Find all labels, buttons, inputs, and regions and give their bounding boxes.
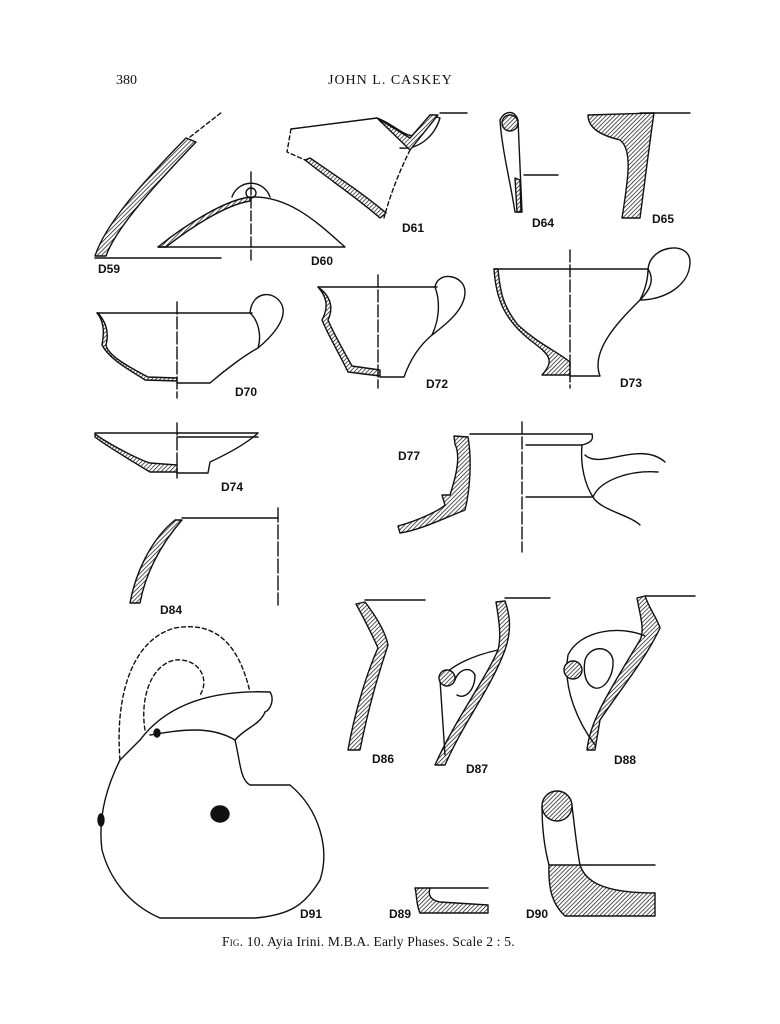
- sherd-d64-drawing: [499, 111, 559, 213]
- figure-label-d73: D73: [620, 376, 643, 390]
- figure-label-d84: D84: [160, 603, 183, 617]
- figure-label-d59: D59: [98, 262, 121, 276]
- sherd-d59-drawing: [94, 111, 223, 259]
- cup-d70-drawing: [96, 294, 284, 399]
- figure-caption: Fig. 10. Ayia Irini. M.B.A. Early Phases…: [222, 934, 515, 950]
- sherd-d86-drawing: [347, 599, 426, 751]
- jug-d77-drawing: [397, 421, 666, 553]
- figure-label-d77: D77: [398, 449, 421, 463]
- sherd-d65-drawing: [587, 112, 691, 219]
- figure-caption-label: Fig.: [222, 934, 244, 949]
- figure-label-d64: D64: [532, 216, 555, 230]
- figure-label-d72: D72: [426, 377, 449, 391]
- figure-label-d74: D74: [221, 480, 244, 494]
- sherd-d84-drawing: [129, 507, 279, 606]
- sherd-d61-drawing: [286, 112, 468, 219]
- base-d89-drawing: [414, 887, 489, 914]
- figure-label-d86: D86: [372, 752, 395, 766]
- sherd-d87-drawing: [434, 597, 551, 766]
- cup-d72-drawing: [317, 274, 466, 389]
- jug-d91-drawing: [97, 626, 325, 919]
- running-head: JOHN L. CASKEY: [328, 73, 453, 88]
- cup-d73-drawing: [493, 247, 691, 389]
- figure-caption-text: 10. Ayia Irini. M.B.A. Early Phases. Sca…: [243, 934, 515, 949]
- lid-d60-drawing: [157, 171, 346, 261]
- figure-label-d88: D88: [614, 753, 637, 767]
- figure-label-d60: D60: [311, 254, 334, 268]
- figure-label-d70: D70: [235, 385, 258, 399]
- page-number: 380: [116, 73, 137, 88]
- figure-label-d65: D65: [652, 212, 675, 226]
- bowl-d74-drawing: [94, 422, 259, 479]
- figure-label-d87: D87: [466, 762, 489, 776]
- figure-label-d90: D90: [526, 907, 549, 921]
- base-d90-drawing: [541, 790, 656, 917]
- figure-label-d89: D89: [389, 907, 412, 921]
- figure-label-d91: D91: [300, 907, 323, 921]
- figure-label-d61: D61: [402, 221, 425, 235]
- sherd-d88-drawing: [563, 595, 696, 751]
